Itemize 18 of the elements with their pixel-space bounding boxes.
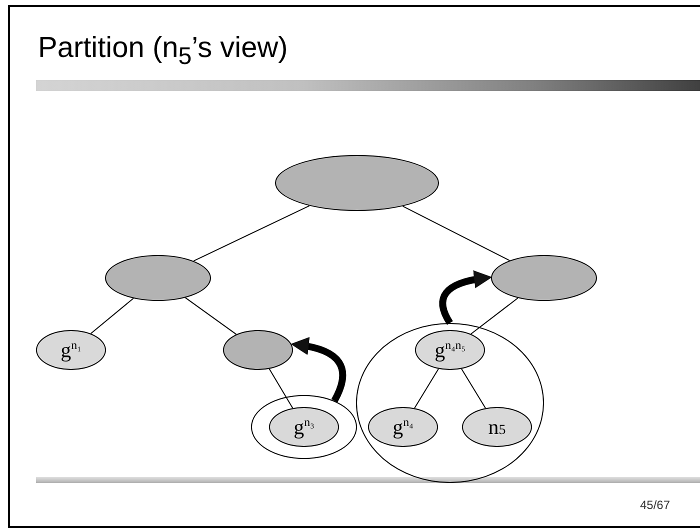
enclosing-ellipse [356,323,544,483]
connector-line [461,368,486,409]
connector-line [193,205,310,262]
connector-line [402,206,510,261]
slide-title: Partition (n$_{5}$’s view) [38,32,288,71]
node-label: g$^{n₁}$ [60,338,82,362]
node-label: g$^{n₃}$ [294,414,314,440]
page-number: 45/67 [640,498,670,512]
enclosing-ellipse [251,395,357,459]
node-label: g$^{n₄n₅}$ [434,338,466,362]
ellipse-node [368,407,438,447]
connector-line [90,298,134,334]
connector-line [268,368,294,409]
connector-line [184,297,237,335]
connector-line [470,298,518,334]
ellipse-node [462,407,532,447]
connector-line [414,368,439,409]
node-label: g$^{n₄}$ [392,414,414,440]
